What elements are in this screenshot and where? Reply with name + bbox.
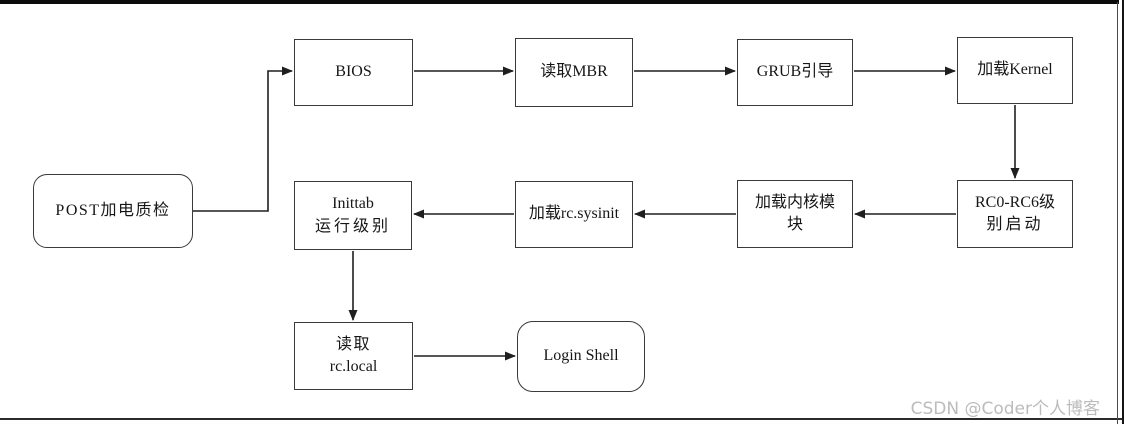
node-rc-local-line1: 读取 <box>335 335 371 353</box>
node-rc-levels-line2: 别启动 <box>986 216 1044 233</box>
node-load-kernel: 加载Kernel <box>957 37 1073 104</box>
bottom-border <box>0 418 1124 420</box>
node-inittab-line1: Inittab <box>332 195 374 213</box>
node-rc-levels-line1: RC0-RC6级 <box>974 193 1056 211</box>
node-post: POST加电质检 <box>33 174 193 248</box>
watermark: CSDN @Coder个人博客 <box>910 399 1100 419</box>
top-border <box>0 0 1119 4</box>
node-grub-label: GRUB引导 <box>756 63 834 81</box>
node-rc-sysinit: 加载rc.sysinit <box>515 181 633 248</box>
node-read-mbr: 读取MBR <box>515 38 633 107</box>
node-bios-label: BIOS <box>335 63 372 81</box>
node-grub: GRUB引导 <box>737 39 853 106</box>
right-border-outer <box>1122 0 1124 424</box>
node-read-mbr-label: 读取MBR <box>540 63 608 81</box>
node-inittab-line2: 运行级别 <box>314 217 391 235</box>
node-rc-local: 读取 rc.local <box>294 322 413 390</box>
node-rc-sysinit-label: 加载rc.sysinit <box>528 205 620 223</box>
node-login-shell-label: Login Shell <box>543 347 619 365</box>
node-load-kernel-label: 加载Kernel <box>977 61 1053 79</box>
node-login-shell: Login Shell <box>517 321 645 392</box>
node-inittab: Inittab 运行级别 <box>294 181 412 250</box>
node-bios: BIOS <box>294 39 413 106</box>
edge-post-bios <box>193 66 293 212</box>
node-kernel-modules: 加载内核模 块 <box>737 180 853 248</box>
node-post-label: POST加电质检 <box>55 201 171 219</box>
node-kernel-modules-line1: 加载内核模 <box>754 193 835 211</box>
right-border-inner <box>1117 2 1118 424</box>
node-rc-levels: RC0-RC6级 别启动 <box>957 180 1073 248</box>
node-rc-local-line2: rc.local <box>329 358 378 375</box>
node-kernel-modules-line2: 块 <box>786 216 803 233</box>
